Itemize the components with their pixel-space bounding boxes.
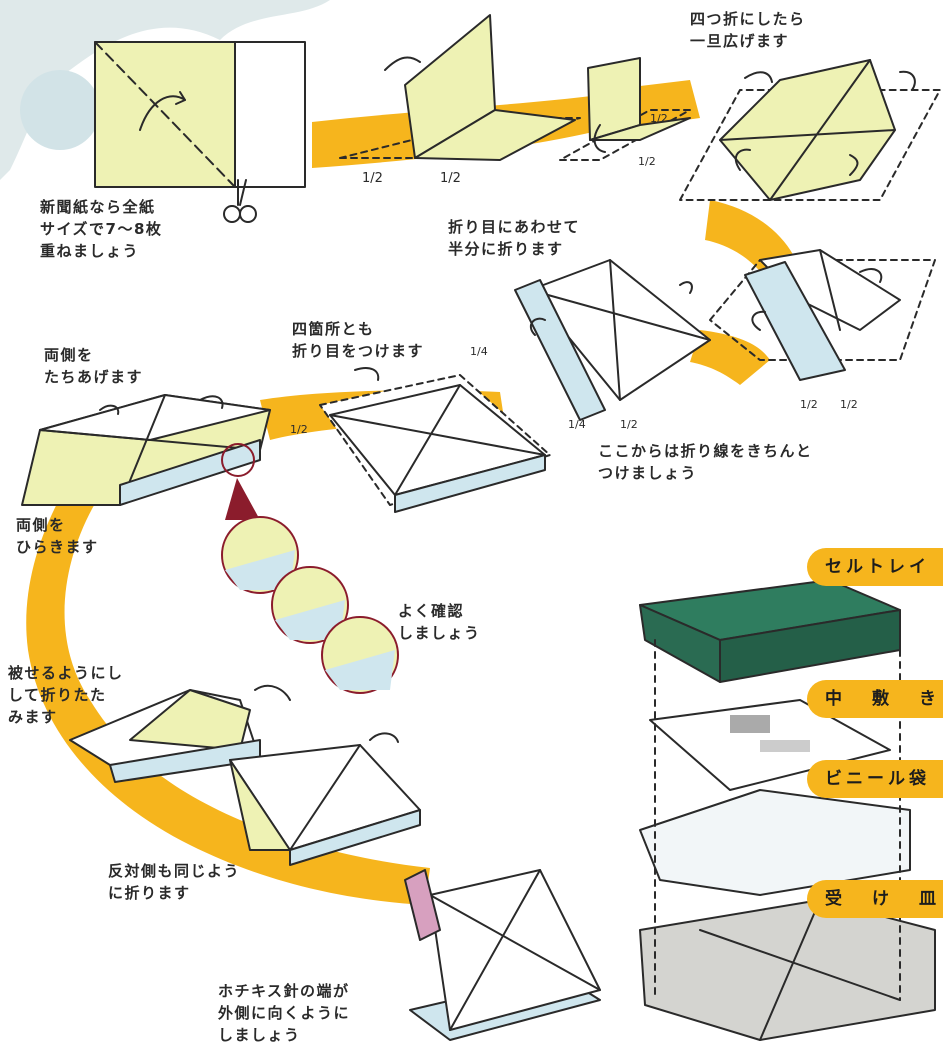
cut-note: 新聞紙なら全紙 サイズで7〜8枚 重ねましょう (40, 198, 163, 260)
step4-unfolded-star (679, 59, 941, 201)
step1-cut-sheet (94, 41, 306, 223)
scissors-icon (223, 179, 257, 223)
third-mark-1: 1/2 (800, 398, 818, 411)
half-mark-2: 1/2 (440, 171, 461, 186)
open-sides-note: 両側を ひらきます (16, 516, 99, 556)
background-decoration (0, 0, 330, 180)
step3-quarter-fold: 1/2 1/2 (559, 57, 691, 168)
step7-four-creases: 1/2 1/4 (290, 345, 551, 513)
layer-guides (654, 639, 901, 1001)
cell-tray-illustration (639, 579, 901, 683)
check-note: よく確認 しましょう (398, 602, 481, 642)
step6-x-crease: 1/4 1/2 (514, 259, 711, 431)
layer-tag-saucer: 受け皿 (807, 880, 943, 918)
crease-four-note: 四箇所とも 折り目をつけます (292, 320, 425, 360)
quarter-note: 四つ折にしたら 一旦広げます (690, 10, 806, 50)
half-mark-3: 1/2 (650, 112, 668, 125)
layer-tag-inner-liner: 中敷き (807, 680, 943, 718)
quarter-mark-2: 1/2 (620, 418, 638, 431)
quarter-mark-1: 1/4 (568, 418, 586, 431)
quarter-mark-3: 1/4 (470, 345, 488, 358)
saucer-illustration (639, 899, 936, 1041)
step2-half-fold: 1/2 1/2 (339, 14, 581, 186)
step11-stapled-box (404, 869, 601, 1041)
detail-zoom (221, 478, 399, 694)
other-side-note: 反対側も同じよう に折ります (108, 862, 241, 902)
step8-raise-sides (21, 394, 271, 506)
staple-note: ホチキス針の端が 外側に向くように しましょう (218, 982, 351, 1044)
third-mark-2: 1/2 (840, 398, 858, 411)
half-mark-5: 1/2 (290, 423, 308, 436)
half-note: 折り目にあわせて 半分に折ります (448, 218, 581, 258)
firm-crease-note: ここからは折り線をきちんと つけましょう (598, 442, 813, 482)
half-mark-4: 1/2 (638, 155, 656, 168)
cover-fold-note: 被せるようにし して折りたた みます (8, 664, 124, 726)
raise-sides-note: 両側を たちあげます (44, 346, 144, 386)
step5-half-along-crease: 1/2 1/2 (709, 249, 936, 411)
stapler-icon (404, 869, 441, 941)
layer-tag-vinyl-bag: ビニール袋 (807, 760, 943, 798)
vinyl-bag-illustration (639, 789, 911, 896)
layer-tag-cell-tray: セルトレイ (807, 548, 943, 586)
liner-illustration (649, 699, 891, 791)
step9-cover-fold (69, 684, 291, 783)
step10-other-side (229, 732, 421, 866)
half-mark-1: 1/2 (362, 171, 383, 186)
